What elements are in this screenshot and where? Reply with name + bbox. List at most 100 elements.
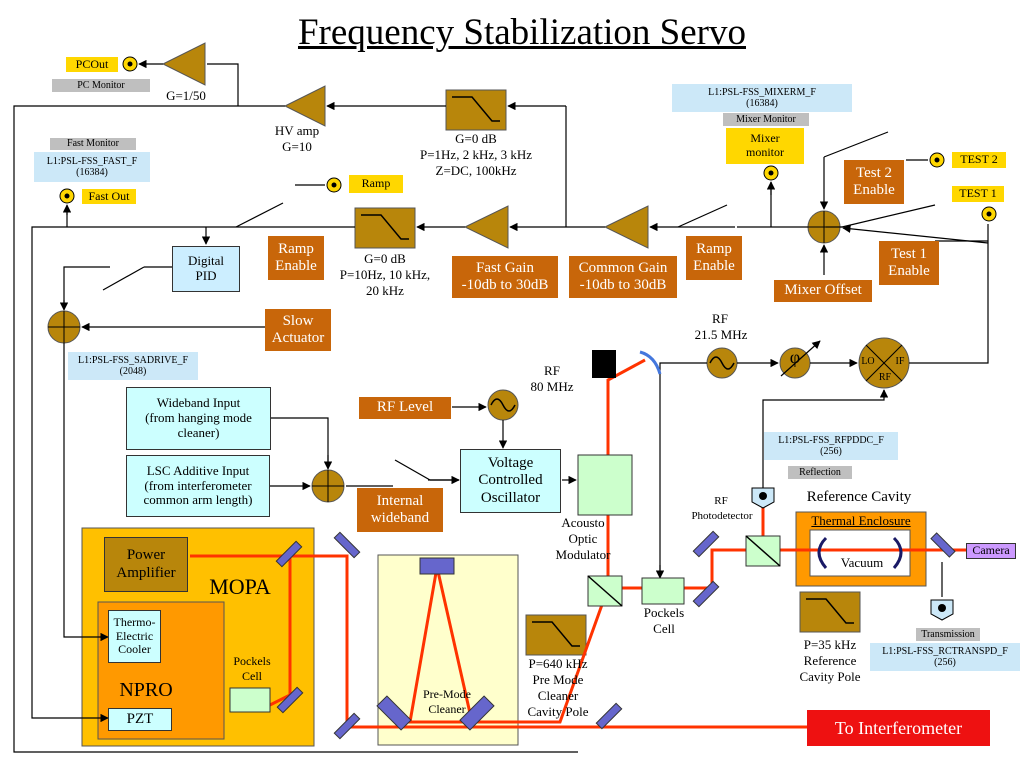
pockels-cell-2-box [641, 577, 685, 605]
rf-level-control[interactable]: RF Level [359, 397, 451, 419]
vco-line3: Oscillator [480, 489, 541, 506]
mixer-offset-control[interactable]: Mixer Offset [774, 280, 872, 302]
ramp-enable-1-line2: Enable [275, 258, 317, 274]
fast-out-label: Fast Out [82, 189, 136, 204]
input-sum-junction-icon [311, 469, 345, 503]
rctranspd-channel-rate: (256) [934, 657, 956, 668]
filter2-poles-label-2: 20 kHz [366, 283, 404, 298]
pcout-connector-icon [122, 56, 138, 72]
pockels-cell-2-label-1: Pockels [643, 605, 685, 620]
power-amplifier-line1: Power [126, 547, 166, 564]
test1-enable-switch[interactable]: Test 1 Enable [879, 241, 939, 285]
internal-wideband-switch[interactable]: Internal wideband [357, 488, 443, 532]
common-gain-line1: Common Gain [578, 259, 668, 276]
common-gain-amp-icon [603, 205, 649, 249]
wideband-line1: Wideband Input [156, 395, 241, 411]
pcout-label: PCOut [66, 57, 118, 72]
aom-label-3: Modulator [555, 547, 611, 562]
hv-amp-icon [283, 85, 326, 127]
beam-dump-icon [592, 350, 616, 378]
lsc-input-box: LSC Additive Input (from interferometer … [126, 455, 270, 517]
aom-label-2: Optic [568, 531, 598, 546]
rf215-freq-label: 21.5 MHz [694, 327, 748, 342]
common-gain-control[interactable]: Common Gain -10db to 30dB [569, 256, 677, 298]
thermo-electric-cooler-box: Thermo- Electric Cooler [108, 610, 161, 663]
test2-enable-line1: Test 2 [855, 164, 893, 181]
rf80-label: RF [544, 363, 560, 378]
sadrive-channel-name: L1:PSL-FSS_SADRIVE_F [77, 354, 189, 366]
ramp-enable-switch-2[interactable]: Ramp Enable [686, 236, 742, 280]
rf-photodetector-icon [751, 487, 775, 509]
vco-box: Voltage Controlled Oscillator [460, 449, 561, 513]
refcav-pole-label-1: P=35 kHz [803, 637, 857, 652]
reference-cavity-label: Reference Cavity [806, 489, 912, 505]
mixer-lo-port: LO [861, 356, 875, 367]
test1-enable-line1: Test 1 [890, 245, 928, 262]
phase-shifter-icon [779, 340, 821, 379]
pbs-cube-2-icon [745, 535, 781, 567]
filter1-zeros-label: Z=DC, 100kHz [435, 163, 517, 178]
mixerm-channel: L1:PSL-FSS_MIXERM_F (16384) [672, 84, 852, 112]
pockels-cell-1-label-2: Cell [242, 669, 262, 683]
fast-monitor-tag: Fast Monitor [50, 138, 136, 150]
curved-mirror-icon [639, 350, 662, 375]
pc-monitor-tag: PC Monitor [52, 79, 150, 92]
refcav-pole-label-2: Reference [803, 653, 857, 668]
slow-actuator-control[interactable]: Slow Actuator [265, 309, 331, 351]
thermo-line3: Cooler [118, 642, 151, 657]
pockels-cell-1-box [229, 687, 271, 713]
fast-gain-amp-icon [463, 205, 509, 249]
vco-line1: Voltage [487, 455, 534, 472]
fast-gain-control[interactable]: Fast Gain -10db to 30dB [452, 256, 558, 298]
internal-wideband-line2: wideband [370, 510, 430, 526]
slow-actuator-line2: Actuator [271, 330, 325, 346]
mixer-if-port: IF [895, 356, 905, 367]
digital-pid-line2: PID [195, 268, 217, 283]
thermo-line2: Electric [115, 628, 154, 643]
rfpddc-channel: L1:PSL-FSS_RFPDDC_F (256) [764, 432, 898, 460]
pmc-pole-label-1: P=640 kHz [528, 656, 588, 671]
pre-mode-cleaner-label-1: Pre-Mode [423, 687, 471, 701]
thermo-line1: Thermo- [113, 614, 156, 629]
page-title: Frequency Stabilization Servo [297, 12, 746, 53]
refcav-pole-label-3: Cavity Pole [799, 669, 861, 684]
pzt-box: PZT [108, 708, 172, 731]
mopa-label: MOPA [209, 574, 271, 599]
hv-gain-label: G=10 [282, 139, 312, 154]
mixer-monitor-label: Mixer monitor [726, 128, 804, 164]
sadrive-channel-rate: (2048) [119, 366, 147, 377]
mixerm-channel-name: L1:PSL-FSS_MIXERM_F [708, 86, 816, 98]
fast-out-connector-icon [59, 188, 75, 204]
rf215-label: RF [712, 311, 728, 326]
ramp-enable-switch-1[interactable]: Ramp Enable [268, 236, 324, 280]
vacuum-label: Vacuum [840, 555, 884, 570]
mixer-monitor-tag: Mixer Monitor [723, 113, 809, 126]
pockels-cell-1-label-1: Pockels [233, 654, 271, 668]
aom-label-1: Acousto [561, 515, 605, 530]
ramp-enable-1-line1: Ramp [278, 240, 314, 257]
power-amplifier-line2: Amplifier [116, 564, 176, 581]
transmission-tag: Transmission [916, 628, 980, 641]
test1-label: TEST 1 [952, 186, 1004, 202]
filter1-icon [445, 89, 507, 131]
common-gain-line2: -10db to 30dB [579, 277, 667, 293]
fast-f-channel-name: L1:PSL-FSS_FAST_F [46, 155, 138, 167]
test1-enable-line2: Enable [888, 263, 930, 279]
pmc-pole-label-3: Cleaner [537, 688, 579, 703]
mirrors [275, 530, 956, 740]
hv-amp-label: HV amp [274, 123, 320, 138]
thermal-enclosure-label: Thermal Enclosure [811, 513, 911, 528]
power-amplifier-box: Power Amplifier [104, 537, 188, 592]
ramp-connector-icon [326, 177, 342, 193]
filter2-gain-label: G=0 dB [364, 251, 406, 266]
test1-connector-icon [981, 206, 997, 222]
digital-pid-line1: Digital [187, 253, 225, 269]
g-1-50-label: G=1/50 [166, 88, 206, 103]
test2-enable-switch[interactable]: Test 2 Enable [844, 160, 904, 204]
pc-monitor-amplifier-icon [161, 42, 206, 86]
rfpddc-channel-rate: (256) [820, 446, 842, 457]
internal-wideband-line1: Internal [376, 492, 424, 509]
digital-pid-box: Digital PID [172, 246, 240, 292]
filter1-gain-label: G=0 dB [455, 131, 497, 146]
